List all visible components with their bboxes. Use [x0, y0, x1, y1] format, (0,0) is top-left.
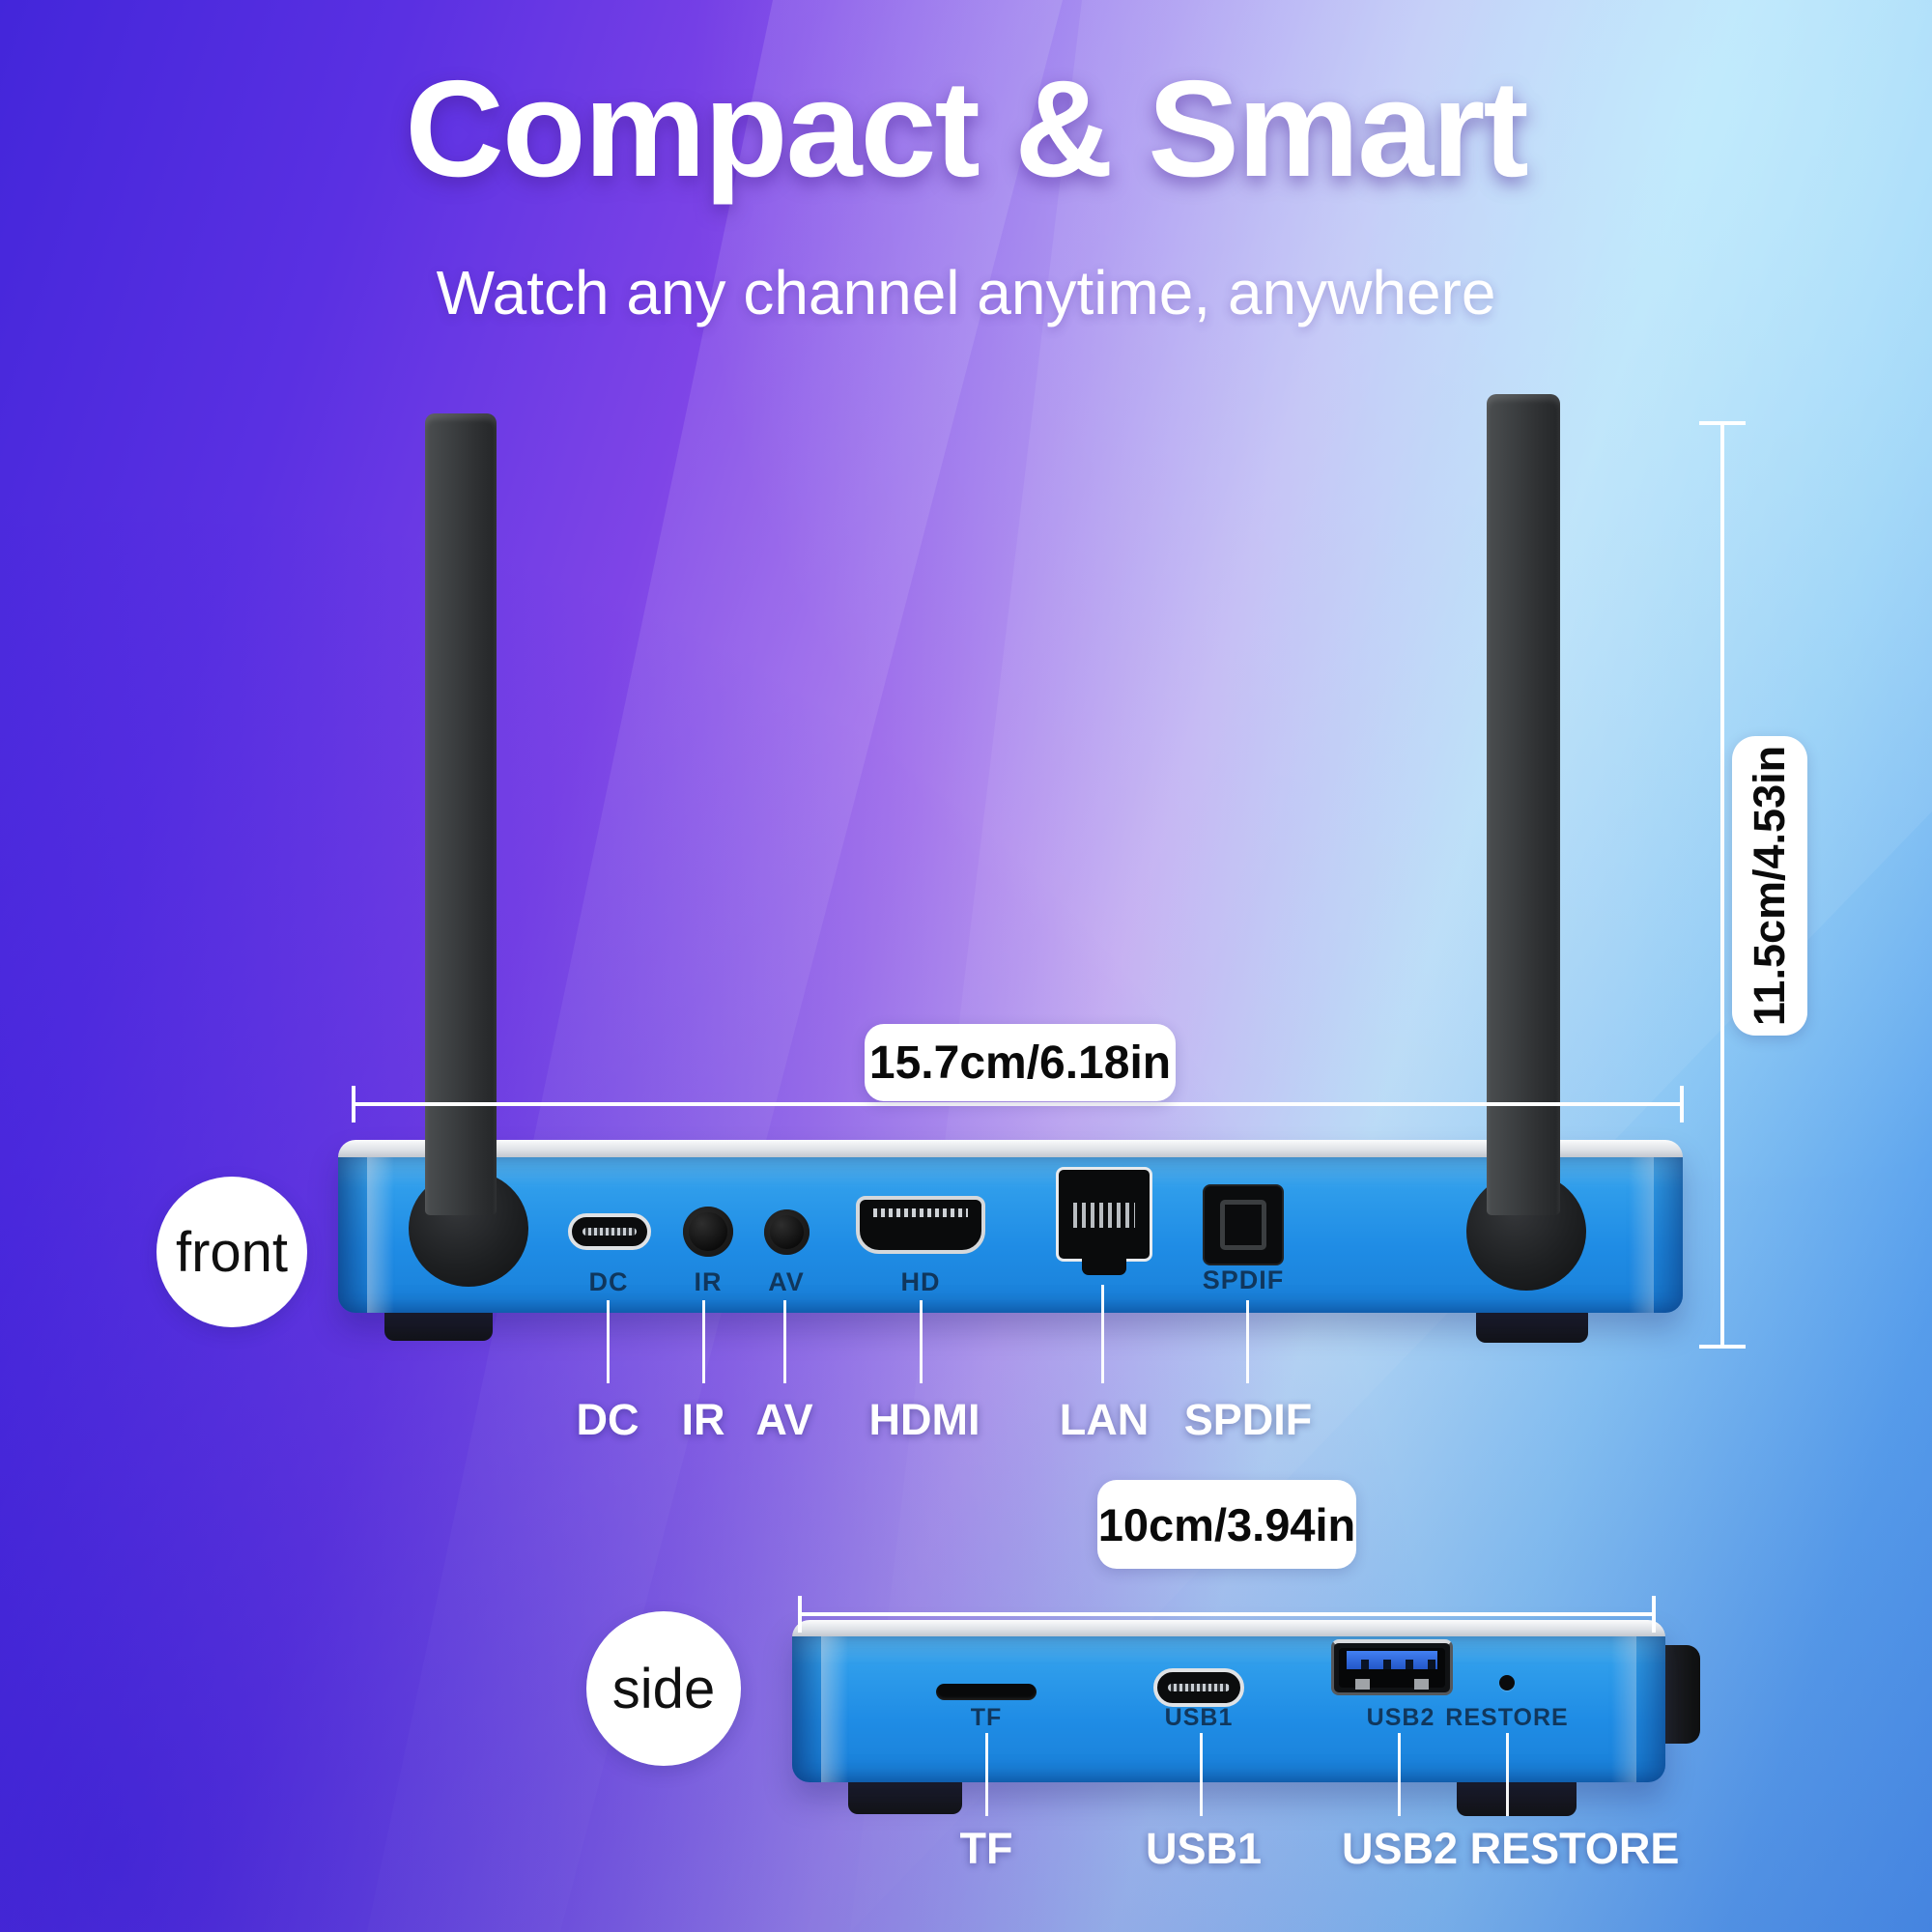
usb1-type-c-port	[1153, 1668, 1244, 1707]
front-height-dimension-cap-top	[1699, 421, 1746, 425]
tf-slot-label: TF	[970, 1704, 1003, 1731]
side-width-dimension-badge: 10cm/3.94in	[1097, 1480, 1356, 1569]
front-width-dimension-cap-left	[352, 1086, 355, 1122]
hdmi-port	[856, 1196, 985, 1254]
dc-callout-label: DC	[576, 1395, 639, 1444]
usb1-callout-label: USB1	[1145, 1824, 1263, 1873]
usb2-leader-line	[1398, 1733, 1401, 1816]
front-width-dimension-text: 15.7cm/6.18in	[868, 1037, 1172, 1089]
lan-port	[1056, 1167, 1152, 1275]
av-leader-line	[783, 1300, 786, 1383]
spdif-port-inner	[1220, 1200, 1266, 1250]
side-width-dimension-cap-left	[798, 1596, 802, 1633]
usb2-port-tab-right	[1414, 1679, 1429, 1690]
side-device-face	[792, 1636, 1665, 1782]
usb2-port-notches	[1347, 1660, 1437, 1669]
tf-callout-label: TF	[959, 1824, 1013, 1873]
ir-jack-port	[683, 1207, 733, 1257]
usb2-type-a-port	[1331, 1639, 1453, 1695]
side-device-top-edge	[792, 1620, 1665, 1636]
tf-card-slot	[936, 1684, 1037, 1700]
dc-leader-line	[607, 1300, 610, 1383]
av-callout-label: AV	[755, 1395, 813, 1444]
restore-callout-label: RESTORE	[1469, 1824, 1680, 1873]
lan-port-pins	[1073, 1203, 1135, 1228]
usb1-port-pins	[1168, 1684, 1230, 1691]
hdmi-callout-label: HDMI	[868, 1395, 980, 1444]
restore-pinhole	[1499, 1675, 1515, 1690]
right-antenna	[1487, 394, 1560, 1215]
restore-hole-label: RESTORE	[1445, 1704, 1569, 1731]
side-view-badge: side	[586, 1611, 741, 1766]
usb2-port-label: USB2	[1366, 1704, 1435, 1731]
page-subtitle: Watch any channel anytime, anywhere	[436, 258, 1496, 327]
front-device-face	[338, 1157, 1683, 1313]
left-antenna	[425, 413, 497, 1215]
side-device-body	[792, 1620, 1665, 1782]
side-width-dimension-text: 10cm/3.94in	[1097, 1498, 1356, 1550]
lan-port-clip	[1082, 1257, 1126, 1275]
dc-port-pins	[582, 1228, 637, 1236]
usb1-leader-line	[1200, 1733, 1203, 1816]
ir-callout-label: IR	[681, 1395, 725, 1444]
front-width-dimension-badge: 15.7cm/6.18in	[865, 1024, 1176, 1101]
av-jack-port	[764, 1209, 810, 1255]
page-title: Compact & Smart	[405, 52, 1528, 206]
lan-leader-line	[1101, 1285, 1104, 1383]
ir-port-label: IR	[694, 1267, 723, 1296]
spdif-callout-label: SPDIF	[1183, 1395, 1313, 1444]
front-device-body	[338, 1140, 1683, 1313]
restore-leader-line	[1506, 1733, 1509, 1816]
hdmi-port-pins	[873, 1208, 968, 1217]
usb2-callout-label: USB2	[1341, 1824, 1459, 1873]
side-width-dimension-line	[800, 1612, 1656, 1616]
hdmi-leader-line	[920, 1300, 923, 1383]
spdif-port-label: SPDIF	[1202, 1265, 1285, 1294]
front-view-label: front	[175, 1220, 289, 1284]
front-height-dimension-badge: 11.5cm/4.53in	[1732, 736, 1807, 1036]
front-height-dimension-text: 11.5cm/4.53in	[1745, 745, 1794, 1027]
usb2-port-tab-left	[1355, 1679, 1370, 1690]
side-view-label: side	[611, 1657, 716, 1720]
av-port-label: AV	[768, 1267, 805, 1296]
spdif-port	[1203, 1184, 1284, 1265]
lan-callout-label: LAN	[1059, 1395, 1150, 1444]
front-height-dimension-line	[1720, 423, 1724, 1347]
front-device-top-edge	[338, 1140, 1683, 1157]
spdif-leader-line	[1246, 1300, 1249, 1383]
tf-leader-line	[985, 1733, 988, 1816]
ir-leader-line	[702, 1300, 705, 1383]
dc-port	[568, 1213, 651, 1250]
usb1-port-label: USB1	[1164, 1704, 1234, 1731]
front-view-badge: front	[156, 1177, 307, 1327]
front-width-dimension-cap-right	[1680, 1086, 1684, 1122]
hdmi-port-label: HD	[900, 1267, 941, 1296]
side-width-dimension-cap-right	[1652, 1596, 1656, 1633]
front-height-dimension-cap-bottom	[1699, 1345, 1746, 1349]
dc-port-label: DC	[588, 1267, 629, 1296]
front-width-dimension-line	[354, 1102, 1682, 1106]
